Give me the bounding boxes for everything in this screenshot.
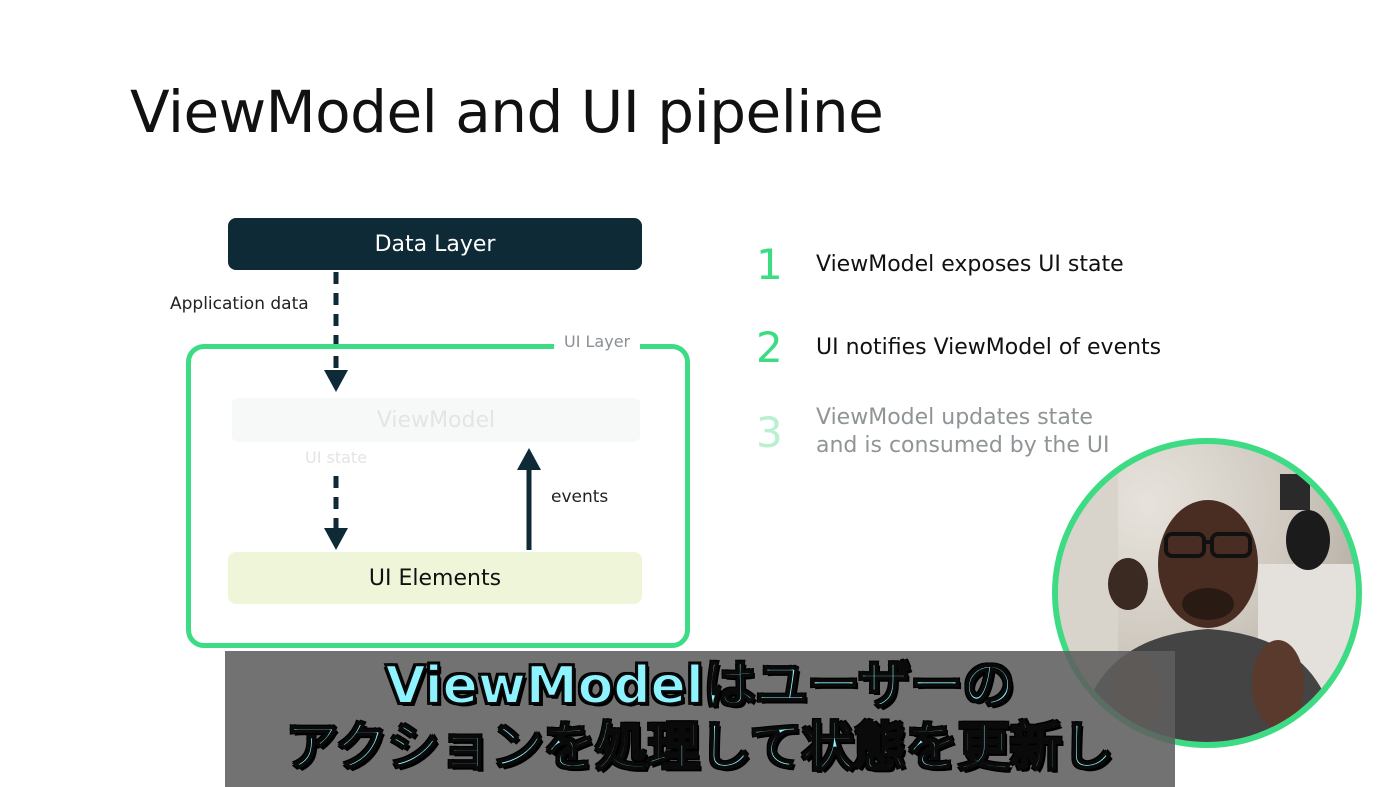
step-text: ViewModel exposes UI state	[816, 252, 1124, 277]
events-arrowhead	[517, 448, 541, 470]
step-text: UI notifies ViewModel of events	[816, 335, 1162, 360]
step-number: 1	[756, 240, 783, 289]
subtitle-background	[225, 651, 1175, 787]
ui-elements-box: UI Elements	[228, 552, 642, 604]
step-2: 2 UI notifies ViewModel of events	[756, 327, 1161, 369]
subtitle-caption: ViewModelはユーザーの アクションを処理して状態を更新し	[225, 655, 1175, 779]
slide-title: ViewModel and UI pipeline	[130, 78, 884, 146]
application-data-label: Application data	[170, 294, 309, 314]
viewmodel-box: ViewModel	[232, 398, 640, 442]
ui-state-label: UI state	[305, 448, 368, 467]
ui-layer-label: UI Layer	[554, 332, 641, 351]
ui-state-arrowhead	[324, 528, 348, 550]
step-1: 1 ViewModel exposes UI state	[756, 244, 1124, 286]
application-data-arrowhead	[324, 370, 348, 392]
events-label: events	[551, 487, 609, 507]
subtitle-line-1: ViewModelはユーザーの	[384, 655, 1015, 717]
step-number: 3	[756, 408, 783, 457]
data-layer-box: Data Layer	[228, 218, 642, 270]
step-text: ViewModel updates state and is consumed …	[816, 405, 1110, 458]
subtitle-line-2: アクションを処理して状態を更新し	[285, 717, 1115, 779]
step-number: 2	[756, 323, 783, 372]
ui-layer-box	[186, 344, 690, 648]
step-3: 3 ViewModel updates state and is consume…	[756, 404, 1109, 460]
